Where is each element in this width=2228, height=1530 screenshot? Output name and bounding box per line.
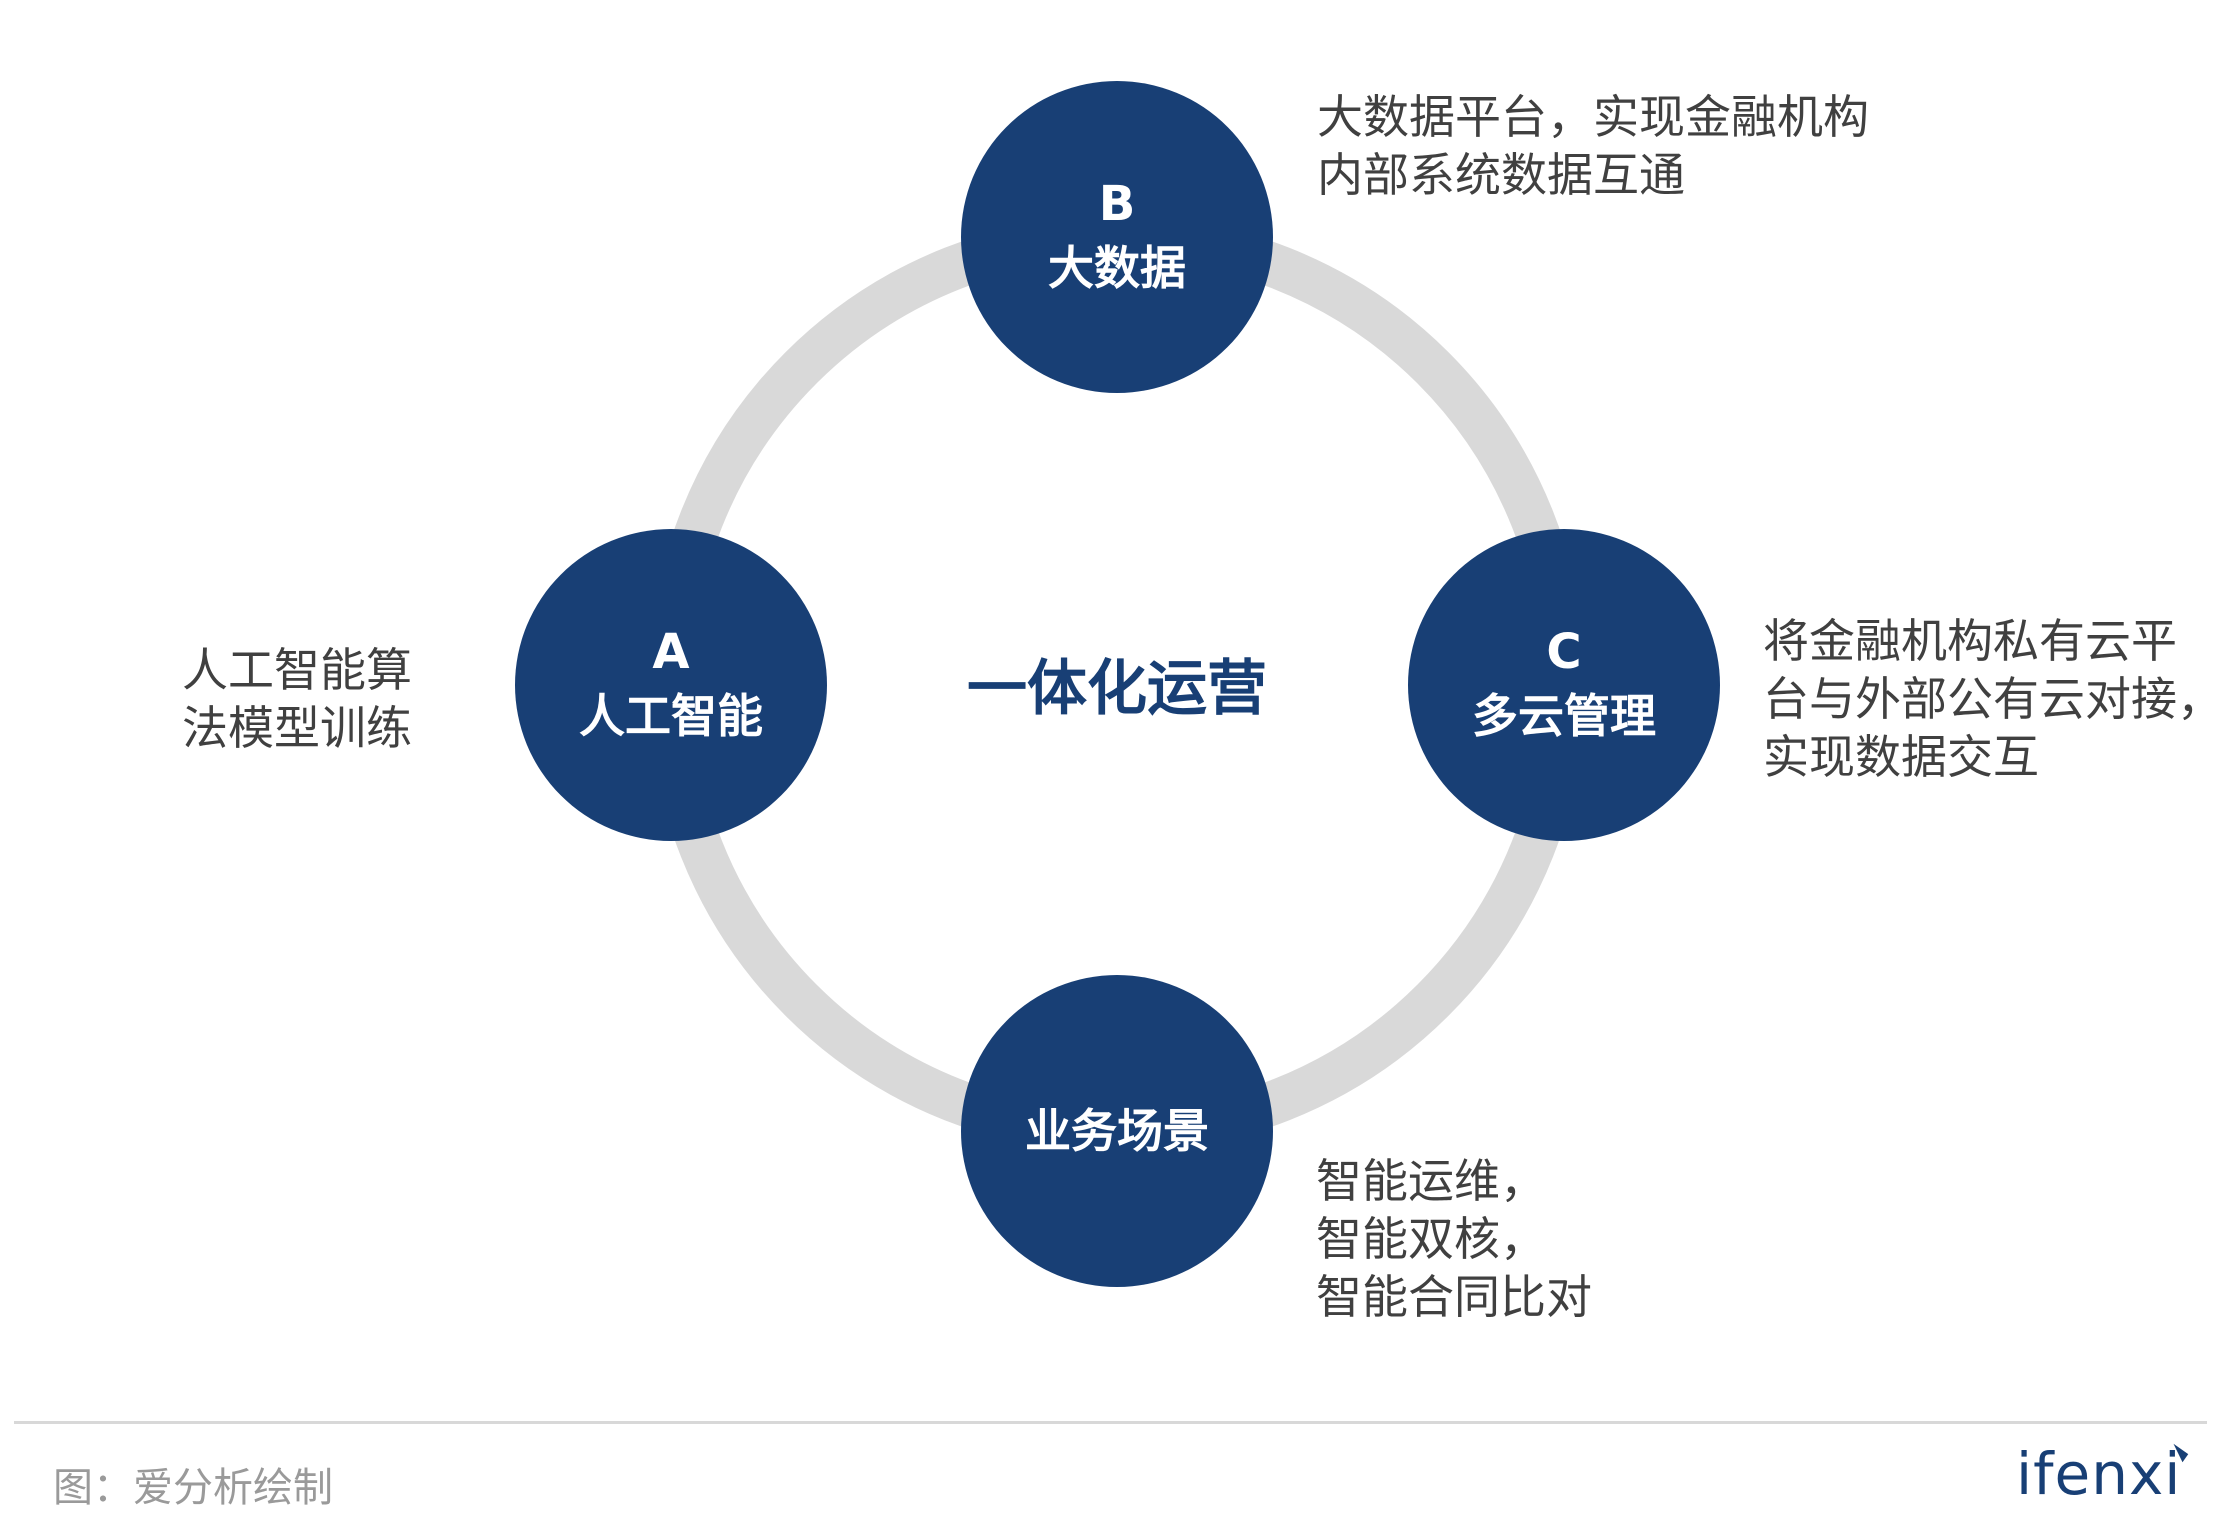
node-label: 业务场景	[1025, 1104, 1209, 1158]
desc-a: 人工智能算 法模型训练	[182, 641, 412, 757]
node-letter: A	[652, 624, 690, 680]
desc-line: 智能合同比对	[1316, 1270, 1592, 1324]
desc-line: 法模型训练	[182, 701, 412, 755]
node-a-ai: A 人工智能	[515, 529, 827, 841]
node-c-multicloud: C 多云管理	[1408, 529, 1720, 841]
desc-line: 大数据平台，实现金融机构	[1317, 90, 1869, 144]
desc-line: 人工智能算	[182, 643, 412, 697]
node-label: 人工智能	[579, 689, 763, 743]
node-letter: C	[1546, 624, 1582, 680]
desc-d: 智能运维， 智能双核， 智能合同比对	[1316, 1152, 1592, 1326]
node-b-big-data: B 大数据	[961, 81, 1273, 393]
center-title: 一体化运营	[967, 654, 1267, 724]
desc-line: 智能双核，	[1316, 1212, 1546, 1266]
desc-c: 将金融机构私有云平 台与外部公有云对接， 实现数据交互	[1763, 612, 2223, 786]
desc-line: 实现数据交互	[1763, 730, 2039, 784]
node-label: 多云管理	[1472, 689, 1656, 743]
desc-line: 将金融机构私有云平	[1763, 614, 2177, 668]
node-d-business: 业务场景	[961, 975, 1273, 1287]
node-letter: B	[1098, 176, 1136, 232]
ifenxi-logo: ifenxi	[2016, 1440, 2189, 1508]
node-label: 大数据	[1048, 241, 1186, 295]
desc-line: 内部系统数据互通	[1317, 148, 1685, 202]
source-note: 图：爱分析绘制	[53, 1465, 333, 1511]
footer-divider	[14, 1421, 2207, 1424]
desc-line: 台与外部公有云对接，	[1763, 672, 2223, 726]
desc-line: 智能运维，	[1316, 1154, 1546, 1208]
desc-b: 大数据平台，实现金融机构 内部系统数据互通	[1317, 88, 1869, 204]
logo-text: ifenxi	[2016, 1440, 2182, 1508]
